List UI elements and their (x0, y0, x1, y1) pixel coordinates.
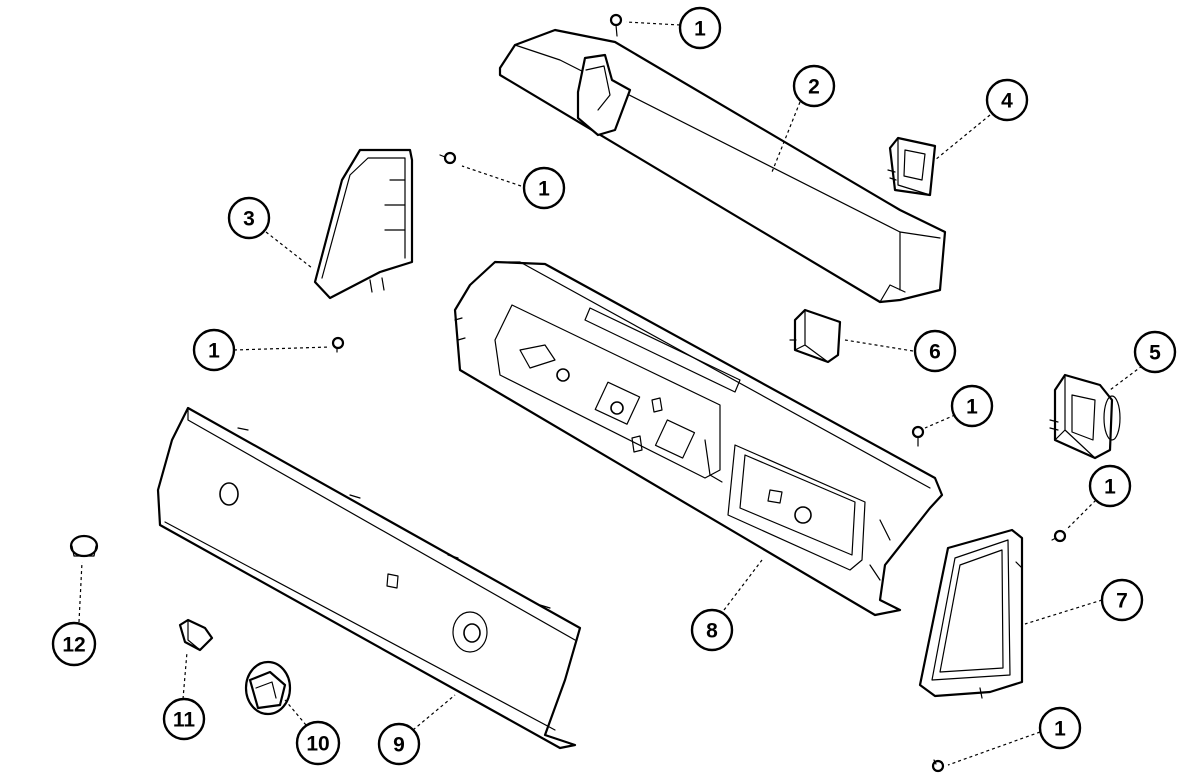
callout-label: 1 (208, 340, 220, 363)
callout-12: 12 (51, 621, 97, 667)
callout-label: 9 (393, 734, 405, 757)
callout-1-top: 1 (678, 6, 722, 50)
callout-label: 7 (1116, 590, 1128, 613)
callout-7: 7 (1100, 578, 1144, 622)
callout-3: 3 (227, 196, 271, 240)
callout-label: 1 (694, 18, 706, 41)
callout-4: 4 (985, 78, 1029, 122)
part-console-top-cover (498, 28, 947, 304)
callout-2: 2 (792, 64, 836, 108)
callout-6: 6 (913, 329, 957, 373)
callout-label: 2 (808, 76, 820, 99)
part-small-knob (69, 534, 99, 558)
callout-label: 5 (1149, 342, 1161, 365)
callout-label: 1 (1054, 718, 1066, 741)
callout-label: 10 (306, 733, 329, 756)
callout-label: 11 (173, 709, 196, 732)
part-front-panel (156, 406, 582, 750)
callout-label: 1 (966, 396, 978, 419)
part-timer (1049, 373, 1121, 460)
screw-icon (1051, 529, 1067, 543)
callout-8: 8 (690, 608, 734, 652)
callout-1-bottom: 1 (1038, 706, 1082, 750)
leader-lines (78, 21, 1143, 766)
callout-label: 8 (706, 620, 718, 643)
part-switch (887, 136, 937, 197)
callout-1-middle-right: 1 (950, 384, 994, 428)
callout-1-upper-left: 1 (522, 166, 566, 210)
part-right-end-cap (918, 528, 1024, 699)
part-control-box (789, 308, 842, 364)
callout-label: 6 (929, 341, 941, 364)
callout-9: 9 (377, 722, 421, 766)
callout-label: 3 (243, 208, 255, 231)
callout-10: 10 (295, 720, 341, 766)
screw-icon (331, 336, 345, 353)
screw-icon (931, 759, 945, 773)
callout-11: 11 (162, 697, 206, 741)
part-rocker-switch (178, 618, 214, 652)
callout-1-right: 1 (1088, 464, 1132, 508)
callout-label: 1 (538, 178, 550, 201)
part-control-panel (453, 260, 944, 617)
callout-label: 4 (1001, 90, 1013, 113)
callout-label: 12 (62, 634, 85, 657)
screw-icon (911, 425, 925, 447)
part-left-end-cap (313, 148, 414, 300)
screw-icon (609, 13, 623, 37)
part-knob (244, 660, 292, 716)
callout-5: 5 (1133, 330, 1177, 374)
callout-label: 1 (1104, 476, 1116, 499)
callout-1-left: 1 (192, 328, 236, 372)
screw-icon (439, 151, 457, 165)
